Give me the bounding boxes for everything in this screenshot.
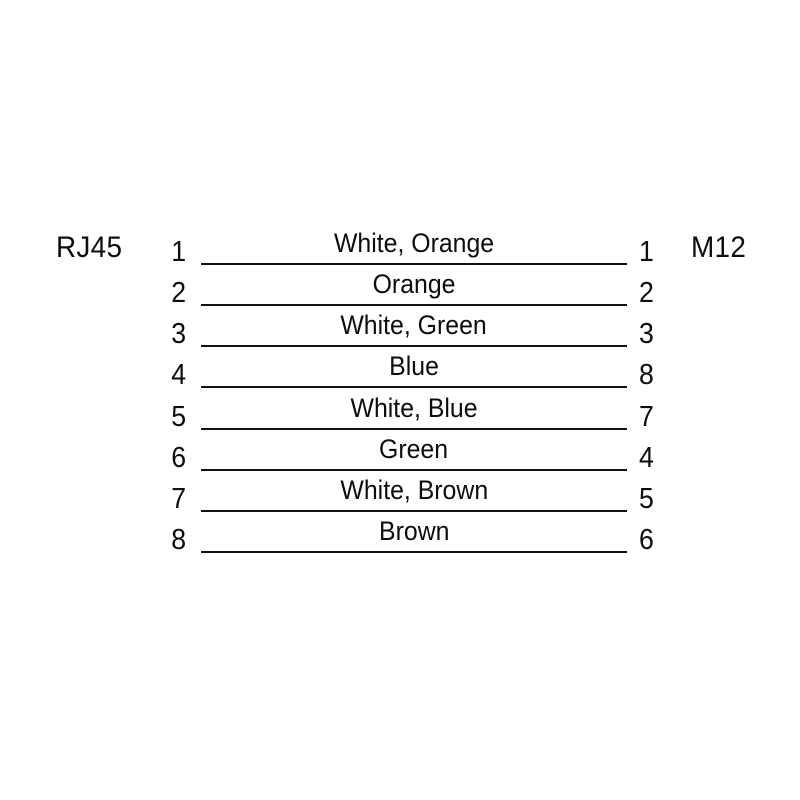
left-pin-number: 7: [171, 483, 186, 515]
wire-color-label: Orange: [372, 269, 456, 299]
left-pin-number: 8: [171, 524, 186, 556]
right-pin-number: 1: [639, 236, 654, 268]
wire-line: [201, 551, 627, 553]
wire-color-label: White, Green: [340, 310, 488, 340]
wire-color-label: White, Blue: [350, 393, 478, 423]
wire-color-label: White, Orange: [333, 228, 495, 258]
right-pin-number: 3: [639, 318, 654, 350]
wire-line: [201, 345, 627, 347]
wire-color-label: Green: [379, 434, 449, 464]
wire-line: [201, 386, 627, 388]
right-pin-number: 7: [639, 401, 654, 433]
wire-line: [201, 469, 627, 471]
left-pin-number: 5: [171, 401, 186, 433]
right-pin-number: 6: [639, 524, 654, 556]
wire-line: [201, 428, 627, 430]
wire-color-label: White, Brown: [340, 475, 488, 505]
left-connector-heading: RJ45: [56, 231, 123, 264]
wire-line: [201, 263, 627, 265]
right-connector-heading: M12: [691, 231, 747, 264]
wire-color-label: Brown: [378, 516, 450, 546]
right-pin-number: 5: [639, 483, 654, 515]
right-pin-number: 4: [639, 442, 654, 474]
wire-line: [201, 510, 627, 512]
left-pin-number: 3: [171, 318, 186, 350]
left-pin-number: 4: [171, 359, 186, 391]
right-pin-number: 2: [639, 277, 654, 309]
right-pin-number: 8: [639, 359, 654, 391]
wire-line: [201, 304, 627, 306]
left-pin-number: 6: [171, 442, 186, 474]
left-pin-number: 2: [171, 277, 186, 309]
wire-color-label: Blue: [389, 351, 439, 381]
left-pin-number: 1: [171, 236, 186, 268]
